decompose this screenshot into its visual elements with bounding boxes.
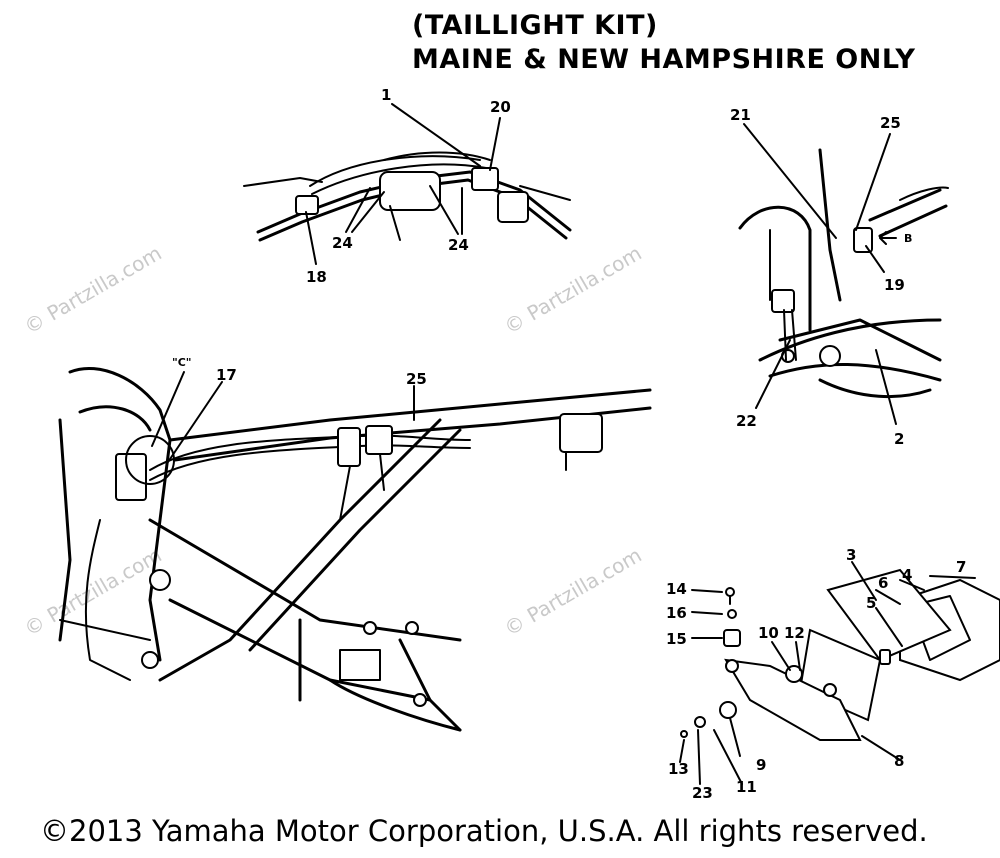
callout-20: 20 <box>490 98 511 116</box>
taillight-assembly <box>679 561 1000 785</box>
callout-5: 5 <box>866 594 877 612</box>
callout-16: 16 <box>666 604 687 622</box>
copyright-notice: ©2013 Yamaha Motor Corporation, U.S.A. A… <box>40 814 928 848</box>
callout-22: 22 <box>736 412 757 430</box>
frame-assembly <box>58 366 652 732</box>
callout-12: 12 <box>784 624 805 642</box>
callout-24: 24 <box>448 236 469 254</box>
callout-17: 17 <box>216 366 237 384</box>
callout-10: 10 <box>758 624 779 642</box>
callout-21: 21 <box>730 106 751 124</box>
callout-b: B <box>904 232 913 245</box>
callout-9: 9 <box>756 756 767 774</box>
diagram-title-line1: (TAILLIGHT KIT) <box>412 10 658 41</box>
callout-18: 18 <box>306 268 327 286</box>
callout-25: 25 <box>406 370 427 388</box>
callout-19: 19 <box>884 276 905 294</box>
callout-24: 24 <box>332 234 353 252</box>
callout-c: "C" <box>172 356 192 369</box>
rear-fender-detail <box>738 123 949 425</box>
callout-6: 6 <box>878 574 889 592</box>
callout-8: 8 <box>894 752 905 770</box>
callout-25: 25 <box>880 114 901 132</box>
callout-3: 3 <box>846 546 857 564</box>
callout-13: 13 <box>668 760 689 778</box>
handlebar-assembly <box>243 103 572 265</box>
callout-23: 23 <box>692 784 713 802</box>
callout-15: 15 <box>666 630 687 648</box>
callout-7: 7 <box>956 558 967 576</box>
callout-1: 1 <box>381 86 392 104</box>
callout-4: 4 <box>902 566 913 584</box>
diagram-title-line2: MAINE & NEW HAMPSHIRE ONLY <box>412 44 916 75</box>
callout-14: 14 <box>666 580 687 598</box>
callout-11: 11 <box>736 778 757 796</box>
callout-2: 2 <box>894 430 905 448</box>
